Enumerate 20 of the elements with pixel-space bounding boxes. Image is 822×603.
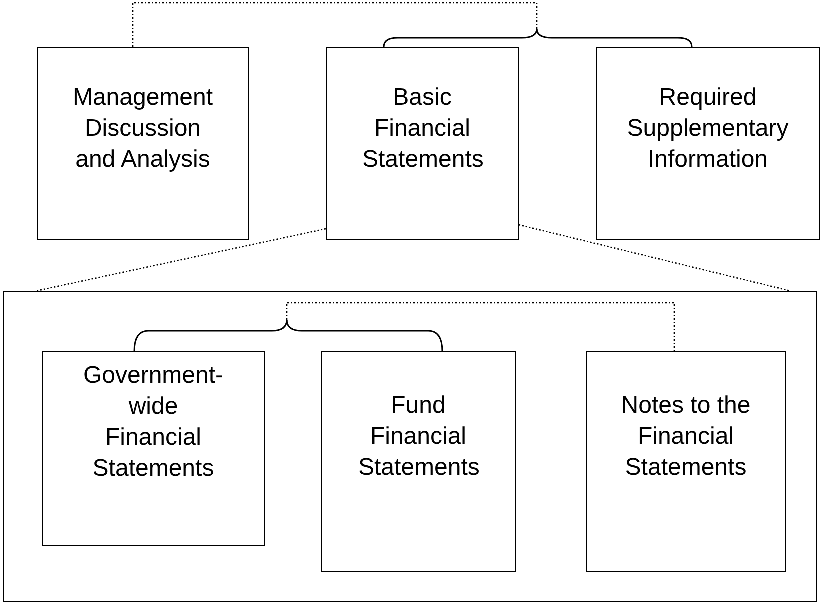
box-label: Required Supplementary Information <box>626 83 790 175</box>
curly-brace <box>536 28 693 48</box>
curly-brace <box>286 320 444 352</box>
curly-brace <box>134 320 288 352</box>
text-box <box>42 351 265 546</box>
box-label: Notes to the Financial Statements <box>620 391 752 483</box>
text-box <box>321 351 516 572</box>
connector-line <box>36 228 326 292</box>
text-box <box>586 351 786 572</box>
connector-line <box>286 302 676 352</box>
text-box <box>596 47 820 240</box>
connector-line <box>518 224 790 292</box>
text-box <box>326 47 519 240</box>
container-box <box>3 291 817 602</box>
curly-brace <box>383 28 538 48</box>
box-label: Fund Financial Statements <box>358 391 478 483</box>
box-label: Government-wide Financial Statements <box>82 361 225 484</box>
box-label: Management Discussion and Analysis <box>72 83 214 175</box>
box-label: Basic Financial Statements <box>362 83 482 175</box>
text-box <box>37 47 249 240</box>
